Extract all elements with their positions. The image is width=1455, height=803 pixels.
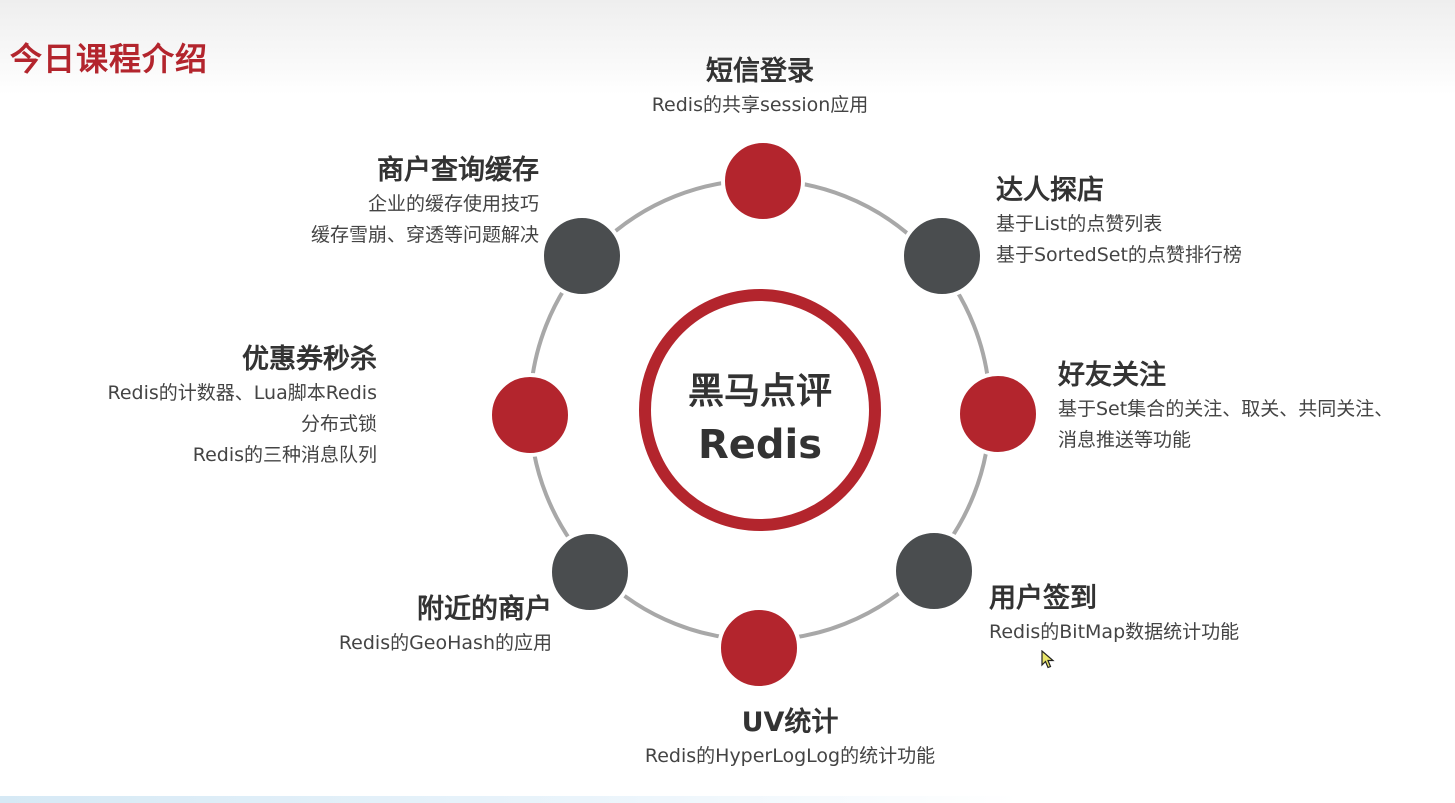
topic-node-4 <box>892 529 976 613</box>
topic-node-3 <box>956 372 1040 456</box>
topic-nearby-shops: 附近的商户 Redis的GeoHash的应用 <box>339 592 552 659</box>
topic-node-1 <box>721 139 805 223</box>
topic-coupon-flash-sale: 优惠券秒杀 Redis的计数器、Lua脚本Redis 分布式锁 Redis的三种… <box>108 342 378 471</box>
topic-title: 好友关注 <box>1058 360 1166 391</box>
topic-desc-line: 消息推送等功能 <box>1058 429 1192 451</box>
topic-shop-query-cache: 商户查询缓存 企业的缓存使用技巧 缓存雪崩、穿透等问题解决 <box>311 153 539 251</box>
topic-node-7 <box>488 373 572 457</box>
topic-friend-follow: 好友关注 基于Set集合的关注、取关、共同关注、 消息推送等功能 <box>1058 358 1393 456</box>
hub-ring <box>639 289 881 531</box>
topic-title: 优惠券秒杀 <box>242 344 377 375</box>
topic-node-2 <box>900 214 984 298</box>
topic-desc-line: Redis的BitMap数据统计功能 <box>989 621 1240 643</box>
hub-subtitle: Redis <box>697 422 823 468</box>
topic-desc-line: Redis的HyperLogLog的统计功能 <box>644 745 936 767</box>
topic-node-8 <box>540 214 624 298</box>
topic-desc-line: 基于List的点赞列表 <box>996 213 1163 235</box>
topic-sms-login: 短信登录 Redis的共享session应用 <box>640 54 880 121</box>
topic-title: UV统计 <box>741 707 839 738</box>
header-band <box>0 0 1455 95</box>
topic-desc-line: 基于SortedSet的点赞排行榜 <box>996 244 1242 266</box>
topic-expert-visit: 达人探店 基于List的点赞列表 基于SortedSet的点赞排行榜 <box>996 173 1242 271</box>
topic-desc-line: Redis的GeoHash的应用 <box>338 632 552 654</box>
topic-title: 达人探店 <box>996 175 1104 206</box>
topic-desc-line: Redis的共享session应用 <box>651 94 869 116</box>
topic-title: 商户查询缓存 <box>377 155 539 186</box>
topic-desc-line: 企业的缓存使用技巧 <box>367 193 539 215</box>
topic-desc-line: Redis的计数器、Lua脚本Redis <box>107 382 378 404</box>
topic-desc-line: 基于Set集合的关注、取关、共同关注、 <box>1058 398 1394 420</box>
mouse-pointer-icon <box>1041 650 1055 669</box>
topic-node-6 <box>548 530 632 614</box>
page-title: 今日课程介绍 <box>10 40 209 78</box>
topic-user-signin: 用户签到 Redis的BitMap数据统计功能 <box>989 581 1239 648</box>
hub-title: 黑马点评 <box>687 371 832 412</box>
topic-title: 用户签到 <box>989 583 1097 614</box>
topic-title: 短信登录 <box>706 56 814 87</box>
topic-desc-line: Redis的三种消息队列 <box>192 444 377 466</box>
topic-node-5 <box>717 606 801 690</box>
topic-uv-stats: UV统计 Redis的HyperLogLog的统计功能 <box>590 705 990 772</box>
topic-desc-line: 缓存雪崩、穿透等问题解决 <box>310 224 539 246</box>
bottom-strip <box>0 796 1455 803</box>
topic-title: 附近的商户 <box>417 594 552 625</box>
topic-desc-line: 分布式锁 <box>300 413 377 435</box>
